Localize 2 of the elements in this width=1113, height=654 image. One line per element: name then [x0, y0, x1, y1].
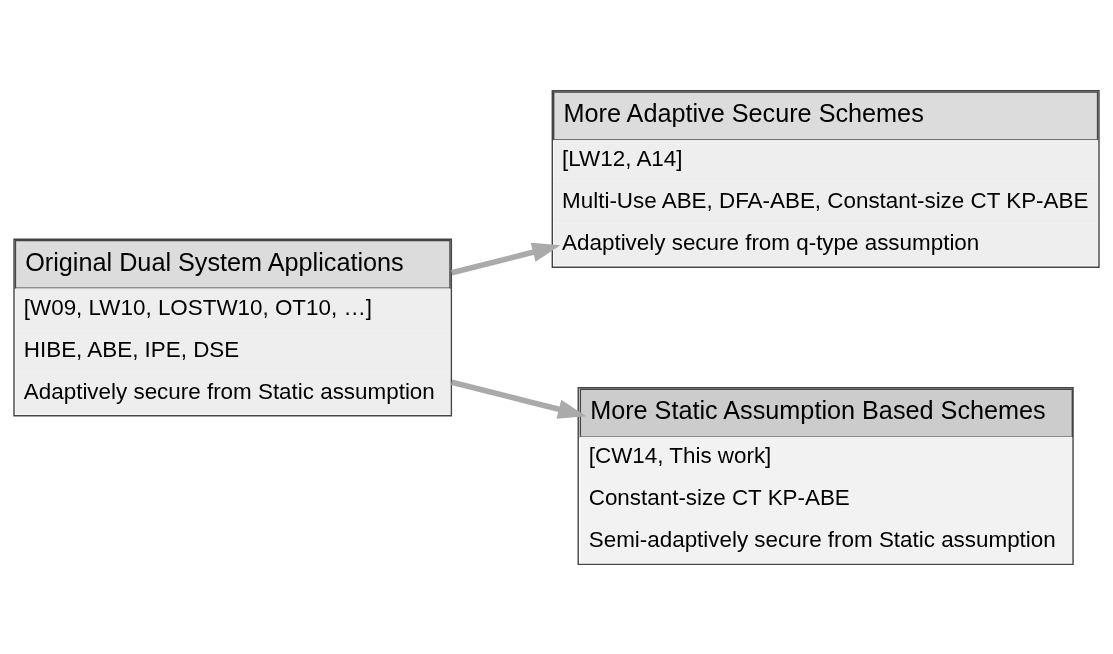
- arrow: [451, 379, 587, 419]
- arrow: [451, 242, 561, 275]
